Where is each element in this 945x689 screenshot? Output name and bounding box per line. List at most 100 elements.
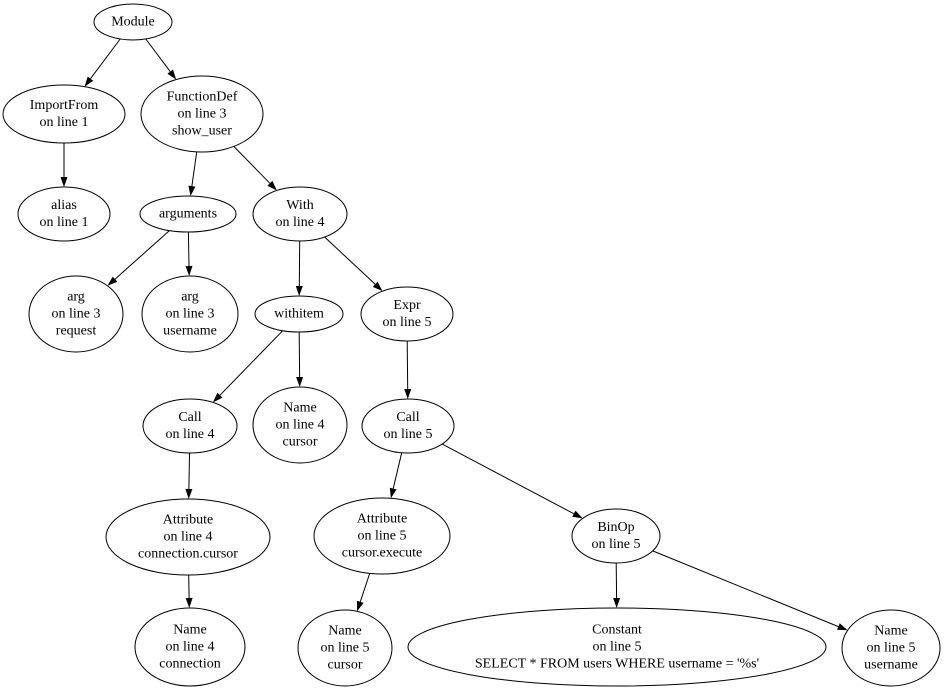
node-arguments xyxy=(139,195,237,233)
node-withitem-label-line-1: withitem xyxy=(274,307,324,322)
node-call-5-label-line-1: Call xyxy=(396,410,419,425)
edge-arguments-to-arg-username xyxy=(187,231,190,267)
arrowhead-icon-with-to-expr xyxy=(372,281,383,292)
node-name-4-cursor-label-line-2: on line 4 xyxy=(276,418,325,433)
node-arg-request xyxy=(28,275,124,353)
node-with-label-line-2: on line 4 xyxy=(276,215,325,230)
node-module-label-line-1: Module xyxy=(111,15,155,30)
node-arg-username xyxy=(141,275,239,353)
node-functiondef xyxy=(140,75,264,153)
node-name-5-username-label-line-2: on line 5 xyxy=(867,641,916,656)
node-name-4-connection-label-line-2: on line 4 xyxy=(166,640,215,655)
node-binop xyxy=(571,508,661,564)
arrowhead-icon-arguments-to-arg-username xyxy=(185,265,193,276)
arrowhead-icon-binop-to-name-5-username xyxy=(837,623,848,631)
edge-with-to-expr xyxy=(324,236,376,285)
node-expr-label-line-2: on line 5 xyxy=(383,315,432,330)
node-attribute-4 xyxy=(105,498,271,576)
node-name-5-cursor-label-line-2: on line 5 xyxy=(321,641,370,656)
node-attribute-4-label-line-3: connection.cursor xyxy=(138,546,238,561)
arrowhead-icon-call-5-to-attribute-5 xyxy=(389,487,397,499)
arrowhead-icon-importfrom-to-alias xyxy=(60,177,68,187)
node-arg-username-label-line-3: username xyxy=(163,323,217,338)
edge-call-4-to-attribute-4 xyxy=(188,452,190,490)
node-call-5-label-line-2: on line 5 xyxy=(384,427,433,442)
arrowhead-icon-attribute-4-to-name-4-connection xyxy=(185,597,193,608)
arrowhead-icon-module-to-importfrom xyxy=(84,76,94,87)
node-name-5-cursor-label-line-1: Name xyxy=(328,624,361,639)
node-name-5-cursor xyxy=(297,609,393,687)
node-call-4-label-line-1: Call xyxy=(178,410,201,425)
node-attribute-4-label-line-2: on line 4 xyxy=(164,530,213,545)
node-constant-label-line-1: Constant xyxy=(592,623,642,638)
edge-module-to-functiondef xyxy=(145,38,171,72)
node-name-5-cursor-label-line-3: cursor xyxy=(328,657,363,672)
node-with-label-line-1: With xyxy=(286,198,313,213)
node-name-4-cursor-label-line-3: cursor xyxy=(283,434,318,449)
node-functiondef-label-line-1: FunctionDef xyxy=(167,90,238,105)
node-name-5-username-label-line-1: Name xyxy=(874,624,907,639)
node-expr-label-line-1: Expr xyxy=(393,298,421,313)
edge-call-5-to-attribute-5 xyxy=(392,452,403,489)
node-constant-label-line-2: on line 5 xyxy=(593,640,642,655)
node-binop-label-line-2: on line 5 xyxy=(592,537,641,552)
edge-arguments-to-arg-request xyxy=(114,230,170,280)
node-withitem xyxy=(254,295,344,333)
node-name-4-connection-label-line-1: Name xyxy=(173,623,206,638)
node-arg-request-label-line-1: arg xyxy=(67,290,85,305)
node-name-4-connection-label-line-3: connection xyxy=(159,656,220,671)
edge-withitem-to-call-4 xyxy=(219,330,284,396)
node-module xyxy=(93,3,173,41)
arrowhead-icon-attribute-5-to-name-5-cursor xyxy=(356,600,364,612)
node-attribute-5-label-line-1: Attribute xyxy=(357,512,408,527)
edge-functiondef-to-arguments xyxy=(191,151,198,187)
node-alias-label-line-2: on line 1 xyxy=(40,215,89,230)
node-importfrom-label-line-1: ImportFrom xyxy=(30,98,99,113)
edge-attribute-5-to-name-5-cursor xyxy=(359,573,371,602)
node-constant xyxy=(407,607,827,687)
node-attribute-4-label-line-1: Attribute xyxy=(163,513,214,528)
arrowhead-icon-expr-to-call-5 xyxy=(404,389,412,399)
node-functiondef-label-line-2: on line 3 xyxy=(178,107,227,122)
node-binop-label-line-1: BinOp xyxy=(597,520,634,535)
arrowhead-icon-module-to-functiondef xyxy=(167,69,177,80)
edge-module-to-importfrom xyxy=(90,38,121,79)
node-expr xyxy=(360,286,454,342)
arrowhead-icon-arguments-to-arg-request xyxy=(107,276,118,286)
node-arg-username-label-line-1: arg xyxy=(181,290,199,305)
arrowhead-icon-with-to-withitem xyxy=(295,286,303,296)
edge-call-5-to-binop xyxy=(441,443,575,515)
node-name-5-username-label-line-3: username xyxy=(864,657,918,672)
edge-expr-to-call-5 xyxy=(406,340,409,390)
node-attribute-5-label-line-2: on line 5 xyxy=(358,529,407,544)
arrowhead-icon-withitem-to-call-4 xyxy=(212,392,223,403)
arrowhead-icon-call-4-to-attribute-4 xyxy=(185,488,193,499)
node-arg-username-label-line-2: on line 3 xyxy=(166,307,215,322)
arrowhead-icon-call-5-to-binop xyxy=(572,510,583,519)
node-with xyxy=(252,186,348,242)
arrowhead-icon-binop-to-constant xyxy=(613,598,621,608)
node-alias-label-line-1: alias xyxy=(51,198,77,213)
node-constant-label-line-3: SELECT * FROM users WHERE username = '%s… xyxy=(475,656,759,671)
arrowhead-icon-functiondef-to-arguments xyxy=(188,185,196,196)
node-importfrom-label-line-2: on line 1 xyxy=(40,115,89,130)
node-call-4-label-line-2: on line 4 xyxy=(166,427,215,442)
node-arg-request-label-line-2: on line 3 xyxy=(52,307,101,322)
node-functiondef-label-line-3: show_user xyxy=(172,123,232,138)
node-arguments-label-line-1: arguments xyxy=(159,207,217,222)
node-importfrom xyxy=(2,84,126,144)
edge-binop-to-name-5-username xyxy=(652,550,839,628)
node-name-4-cursor xyxy=(252,386,348,464)
node-name-4-connection xyxy=(134,607,246,687)
arrowhead-icon-withitem-to-name-4-cursor xyxy=(296,377,304,387)
node-alias xyxy=(17,186,111,242)
node-attribute-5 xyxy=(313,497,451,575)
node-name-4-cursor-label-line-1: Name xyxy=(283,401,316,416)
edge-functiondef-to-with xyxy=(233,146,271,184)
node-name-5-username xyxy=(841,609,941,687)
arrowhead-icon-functiondef-to-with xyxy=(267,180,277,191)
node-attribute-5-label-line-3: cursor.execute xyxy=(342,545,422,560)
node-call-5 xyxy=(361,398,455,454)
